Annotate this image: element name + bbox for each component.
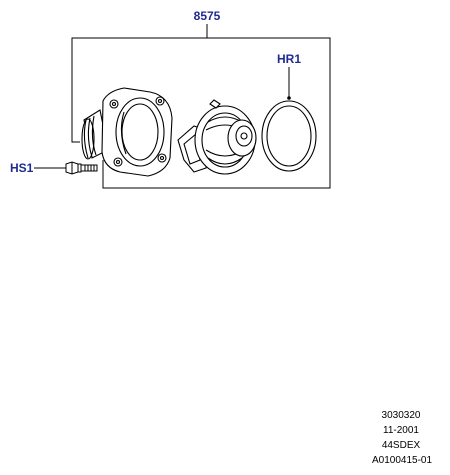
thermostat-housing-icon[interactable] [81,87,173,177]
reference-date: 11-2001 [383,425,419,436]
assembly-bracket [71,37,331,189]
seal-ring-callout[interactable]: HR1 [277,52,301,66]
reference-model: 44SDEX [381,440,421,451]
assembly-callout[interactable]: 8575 [194,9,221,23]
bolt-icon[interactable] [65,161,98,175]
drawing-number: A0100415-01 [371,455,433,466]
o-ring-seal-icon[interactable] [261,100,317,172]
seal-ring-leader-dot [287,96,291,100]
thermostat-icon[interactable] [177,99,257,175]
bolt-callout[interactable]: HS1 [10,161,34,175]
reference-code: 3030320 [381,410,421,421]
